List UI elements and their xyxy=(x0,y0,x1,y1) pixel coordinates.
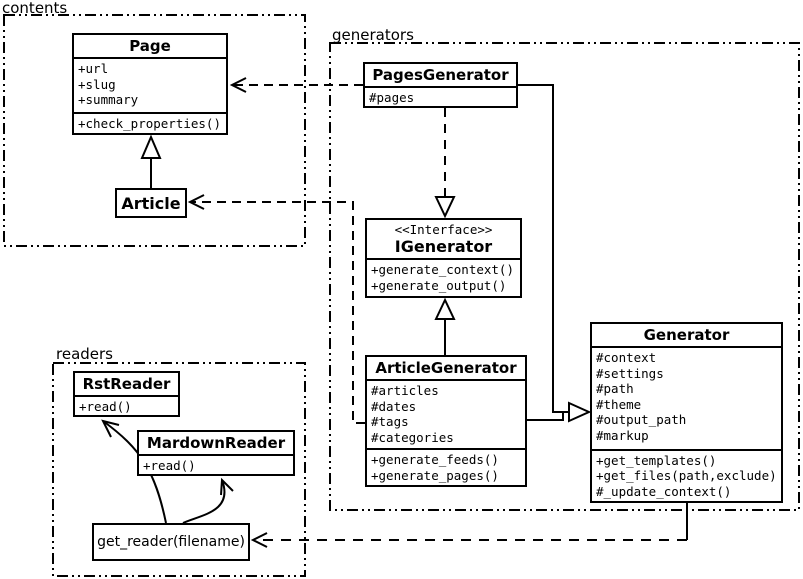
package-label-contents: contents xyxy=(2,0,68,17)
edge-pagesgenerator-to-generator xyxy=(518,84,568,413)
attribute: #theme xyxy=(596,396,642,412)
attribute: +url xyxy=(78,61,109,76)
class-articlegenerator-methods: +generate_feeds() +generate_pages() xyxy=(367,448,525,485)
edge-pagesgenerator-to-page xyxy=(229,77,363,93)
method: +generate_pages() xyxy=(371,467,499,483)
method: +get_files(path,exclude) xyxy=(596,468,777,483)
method: +check_properties() xyxy=(78,115,221,131)
attribute: #output_path xyxy=(596,412,687,427)
method: +get_templates() xyxy=(596,452,717,468)
class-generator-title: Generator xyxy=(643,326,730,344)
class-pagesgenerator-title: PagesGenerator xyxy=(372,66,509,84)
attribute: #tags xyxy=(371,414,409,429)
class-pagesgenerator-attributes: #pages xyxy=(365,86,516,106)
edge-articlegenerator-to-article xyxy=(187,194,365,424)
attribute: #articles xyxy=(371,383,439,398)
class-article-title: Article xyxy=(121,193,181,213)
class-articlegenerator-title: ArticleGenerator xyxy=(375,359,517,377)
method: +read() xyxy=(79,399,132,414)
class-page-attributes: +url +slug +summary xyxy=(74,57,226,112)
attribute: +summary xyxy=(78,92,139,107)
class-generator-attributes: #context #settings #path #theme #output_… xyxy=(592,346,781,449)
attribute: #pages xyxy=(369,90,415,105)
edge-generator-to-getreader xyxy=(250,503,688,548)
class-igenerator-methods: +generate_context() +generate_output() xyxy=(367,258,520,296)
edge-article-to-page xyxy=(140,134,162,188)
method: #_update_context() xyxy=(596,483,732,499)
attribute: #settings xyxy=(596,365,664,381)
class-igenerator: <<Interface>> IGenerator +generate_conte… xyxy=(365,218,522,298)
class-mardownreader-methods: +read() xyxy=(139,454,293,474)
class-generator-methods: +get_templates() +get_files(path,exclude… xyxy=(592,448,781,502)
function-get-reader-label: get_reader(filename) xyxy=(97,534,245,550)
attribute: #context xyxy=(596,350,657,365)
class-rstreader-methods: +read() xyxy=(75,395,178,415)
stereotype: <<Interface>> xyxy=(394,222,493,237)
edge-articlegenerator-to-igenerator xyxy=(434,297,456,355)
attribute: #path xyxy=(596,381,634,396)
method: +read() xyxy=(143,458,196,473)
method: +generate_feeds() xyxy=(371,452,499,467)
method: +generate_output() xyxy=(371,277,507,293)
class-articlegenerator-attributes: #articles #dates #tags #categories xyxy=(367,379,525,448)
edge-getreader-to-mardownreader xyxy=(182,477,234,524)
class-pagesgenerator: PagesGenerator #pages xyxy=(363,62,518,108)
package-label-readers: readers xyxy=(56,345,113,363)
class-articlegenerator: ArticleGenerator #articles #dates #tags … xyxy=(365,355,527,487)
class-page-title: Page xyxy=(129,37,171,55)
method: +generate_context() xyxy=(371,262,514,277)
package-border-contents xyxy=(3,14,306,247)
attribute: #markup xyxy=(596,427,649,443)
class-generator: Generator #context #settings #path #them… xyxy=(590,322,783,503)
class-igenerator-header: <<Interface>> IGenerator xyxy=(367,220,520,258)
edge-articlegenerator-to-generator xyxy=(527,401,592,423)
class-rstreader-title: RstReader xyxy=(82,375,171,393)
class-mardownreader: MardownReader +read() xyxy=(137,430,295,476)
class-mardownreader-title: MardownReader xyxy=(146,434,286,452)
edge-pagesgenerator-to-igenerator xyxy=(434,108,456,219)
function-get-reader: get_reader(filename) xyxy=(92,523,250,561)
class-page-methods: +check_properties() xyxy=(74,111,226,134)
attribute: +slug xyxy=(78,76,116,92)
class-article: Article xyxy=(115,188,187,218)
class-page: Page +url +slug +summary +check_properti… xyxy=(72,33,228,135)
class-rstreader: RstReader +read() xyxy=(73,371,180,417)
package-label-generators: generators xyxy=(332,26,414,44)
attribute: #dates xyxy=(371,398,417,414)
attribute: #categories xyxy=(371,429,454,445)
package-border-readers xyxy=(52,362,306,577)
class-igenerator-title: IGenerator xyxy=(394,237,493,256)
package-border-generators xyxy=(329,42,800,511)
